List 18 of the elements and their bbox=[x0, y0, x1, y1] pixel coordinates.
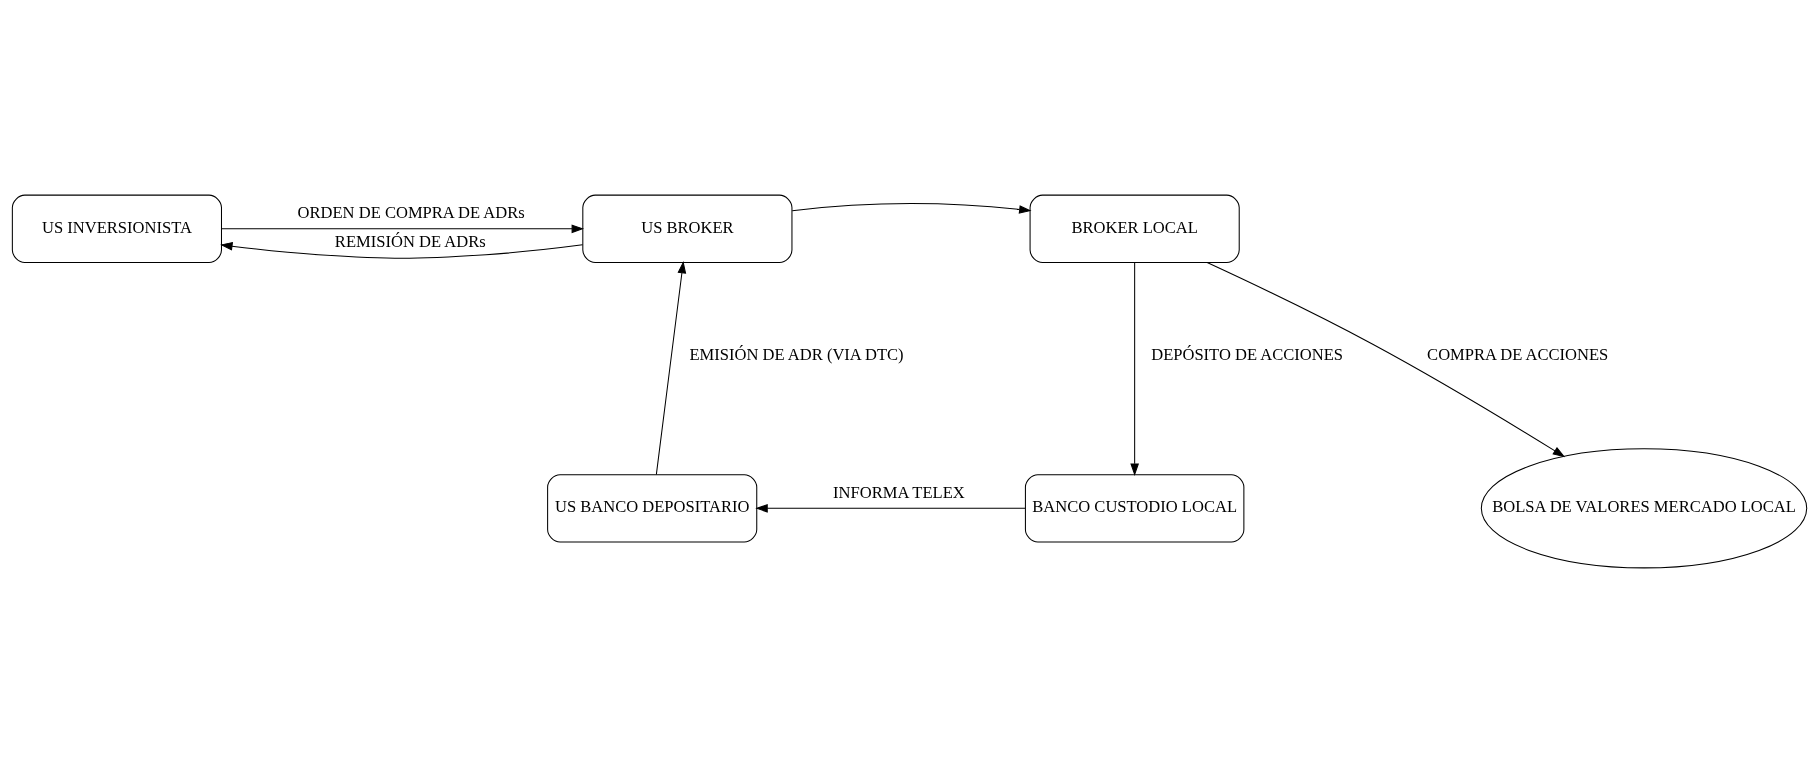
arrow bbox=[220, 241, 584, 259]
arrow bbox=[791, 202, 1032, 214]
edge-label: REMISIÓN DE ADRs bbox=[334, 231, 486, 251]
edge-label: INFORMA TELEX bbox=[833, 482, 965, 502]
edge-label: COMPRA DE ACCIONES bbox=[1427, 344, 1609, 364]
arrow bbox=[655, 260, 687, 475]
arrow bbox=[1206, 261, 1566, 457]
edge-label: DEPÓSITO DE ACCIONES bbox=[1151, 344, 1344, 364]
node-box: US INVERSIONISTA bbox=[11, 194, 222, 263]
node-box: BANCO CUSTODIO LOCAL bbox=[1024, 473, 1245, 542]
arrow bbox=[221, 223, 585, 233]
edge-label: EMISIÓN DE ADR (VIA DTC) bbox=[689, 344, 904, 364]
edge-label: ORDEN DE COMPRA DE ADRs bbox=[297, 202, 525, 222]
arrow bbox=[1130, 261, 1139, 476]
arrow bbox=[755, 503, 1026, 513]
node-box: US BROKER bbox=[582, 194, 793, 263]
node-box: US BANCO DEPOSITARIO bbox=[547, 473, 758, 542]
node-box: BROKER LOCAL bbox=[1029, 194, 1240, 263]
